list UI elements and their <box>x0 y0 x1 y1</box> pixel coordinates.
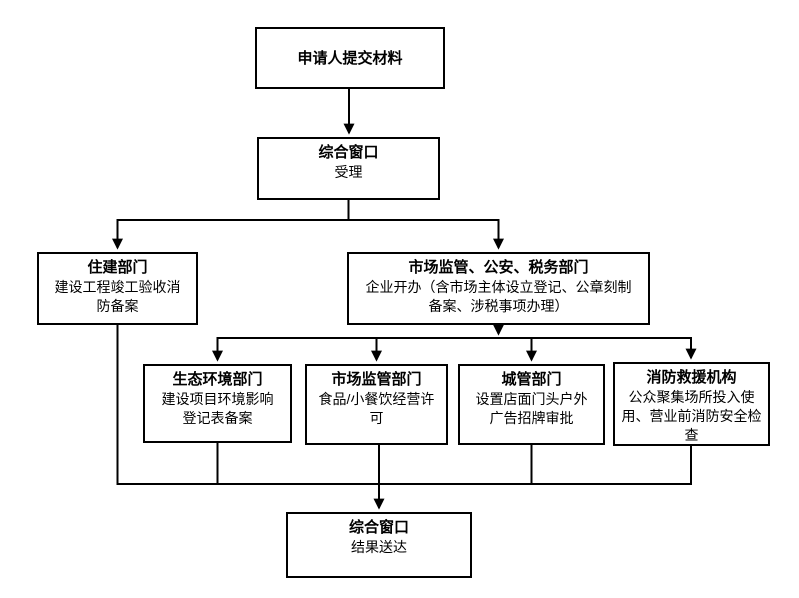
node-title: 市场监管、公安、税务部门 <box>408 259 589 276</box>
node-line: 建设工程竣工验收消 <box>54 279 181 295</box>
node-line: 食品/小餐饮经营许 <box>318 391 435 407</box>
flow-node-urban-mgmt-dept: 城管部门 设置店面门头户外 广告招牌审批 <box>458 364 605 445</box>
flow-node-ecology-dept: 生态环境部门 建设项目环境影响 登记表备案 <box>143 364 292 443</box>
flow-node-applicant: 申请人提交材料 <box>255 27 445 89</box>
node-title: 消防救援机构 <box>646 369 737 386</box>
node-title: 申请人提交材料 <box>297 49 403 67</box>
node-line: 建设项目环境影响 <box>161 391 274 407</box>
node-line: 登记表备案 <box>182 410 253 426</box>
node-line: 广告招牌审批 <box>489 410 574 426</box>
flow-node-window-accept: 综合窗口 受理 <box>257 137 440 200</box>
node-line: 查 <box>684 427 699 443</box>
node-line: 企业开办（含市场主体设立登记、公章刻制 <box>365 279 632 295</box>
node-line: 防备案 <box>96 298 139 314</box>
flow-node-market-reg-dept: 市场监管部门 食品/小餐饮经营许 可 <box>305 364 448 445</box>
flow-node-housing-dept: 住建部门 建设工程竣工验收消 防备案 <box>37 252 198 325</box>
flow-node-market-police-tax-dept: 市场监管、公安、税务部门 企业开办（含市场主体设立登记、公章刻制 备案、涉税事项… <box>347 252 650 325</box>
node-title: 综合窗口 <box>348 519 409 536</box>
node-title: 综合窗口 <box>318 144 379 161</box>
node-title: 市场监管部门 <box>331 371 422 388</box>
flow-node-fire-rescue-org: 消防救援机构 公众聚集场所投入使 用、营业前消防安全检 查 <box>613 362 770 446</box>
node-line: 备案、涉税事项办理） <box>428 298 569 314</box>
node-title: 城管部门 <box>501 371 562 388</box>
node-line: 公众聚集场所投入使 <box>628 389 755 405</box>
node-line: 可 <box>369 410 384 426</box>
node-line: 用、营业前消防安全检 <box>621 408 762 424</box>
node-line: 受理 <box>334 164 363 180</box>
flow-node-window-deliver: 综合窗口 结果送达 <box>286 512 472 578</box>
node-line: 结果送达 <box>351 539 407 555</box>
node-title: 住建部门 <box>87 259 148 276</box>
node-title: 生态环境部门 <box>172 371 263 388</box>
node-line: 设置店面门头户外 <box>475 391 588 407</box>
